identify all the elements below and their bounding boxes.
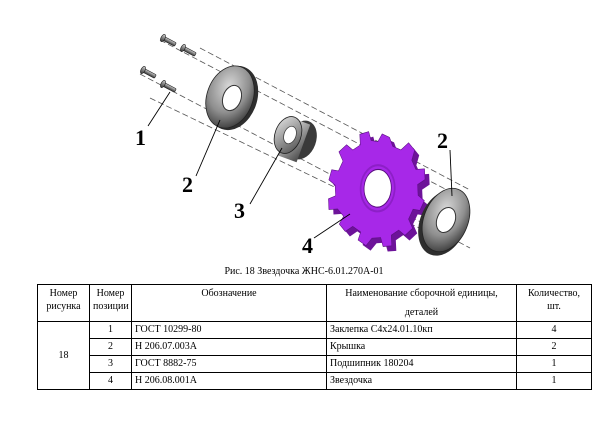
callout-1: 1 bbox=[135, 125, 146, 150]
table-row: 3 ГОСТ 8882-75 Подшипник 180204 1 bbox=[38, 355, 592, 373]
parts-table: Номер рисунка Номер позиции Обозначение … bbox=[37, 284, 592, 390]
cell-pos: 4 bbox=[89, 372, 132, 390]
rivet-icon bbox=[140, 34, 197, 93]
header-name-line2: деталей bbox=[404, 307, 439, 318]
callout-4: 4 bbox=[302, 233, 313, 258]
cell-name: Звездочка bbox=[326, 372, 517, 390]
header-figure-no: Номер рисунка bbox=[37, 284, 90, 322]
cell-designation: Н 206.08.001А bbox=[131, 372, 327, 390]
cell-name: Подшипник 180204 bbox=[326, 355, 517, 373]
bearing-icon bbox=[273, 116, 317, 163]
cell-name: Заклепка С4х24.01.10кп bbox=[326, 321, 517, 339]
header-name-line1: Наименование сборочной единицы, bbox=[345, 288, 498, 299]
callout-2-right: 2 bbox=[437, 128, 448, 153]
table-row: 18 1 ГОСТ 10299-80 Заклепка С4х24.01.10к… bbox=[37, 321, 592, 390]
exploded-view-illustration: 1 2 3 4 2 bbox=[135, 34, 471, 258]
cell-designation: Н 206.07.003А bbox=[131, 338, 327, 356]
header-name: Наименование сборочной единицы, деталей bbox=[326, 284, 517, 322]
cell-designation: ГОСТ 10299-80 bbox=[131, 321, 327, 339]
cell-pos: 2 bbox=[89, 338, 132, 356]
cover-disc-left bbox=[205, 65, 259, 131]
header-designation: Обозначение bbox=[131, 284, 327, 322]
callout-leader-lines bbox=[147, 91, 453, 239]
table-header-row: Номер рисунка Номер позиции Обозначение … bbox=[37, 284, 592, 322]
cell-qty: 2 bbox=[516, 338, 592, 356]
cell-name: Крышка bbox=[326, 338, 517, 356]
cover-disc-right bbox=[418, 187, 471, 256]
table-row: 2 Н 206.07.003А Крышка 2 bbox=[38, 338, 592, 356]
cell-qty: 1 bbox=[516, 372, 592, 390]
cell-pos: 3 bbox=[89, 355, 132, 373]
callout-3: 3 bbox=[234, 198, 245, 223]
header-quantity: Количество, шт. bbox=[516, 284, 592, 322]
table-row: 4 Н 206.08.001А Звездочка 1 bbox=[38, 372, 592, 390]
cell-qty: 1 bbox=[516, 355, 592, 373]
cell-pos: 1 bbox=[89, 321, 132, 339]
sprocket-icon bbox=[328, 131, 430, 252]
callout-2-left: 2 bbox=[182, 172, 193, 197]
header-position-no: Номер позиции bbox=[89, 284, 132, 322]
cell-qty: 4 bbox=[516, 321, 592, 339]
cell-figure-no: 18 bbox=[37, 321, 90, 390]
figure-caption: Рис. 18 Звездочка ЖНС-6.01.270А-01 bbox=[224, 266, 384, 277]
cell-designation: ГОСТ 8882-75 bbox=[131, 355, 327, 373]
